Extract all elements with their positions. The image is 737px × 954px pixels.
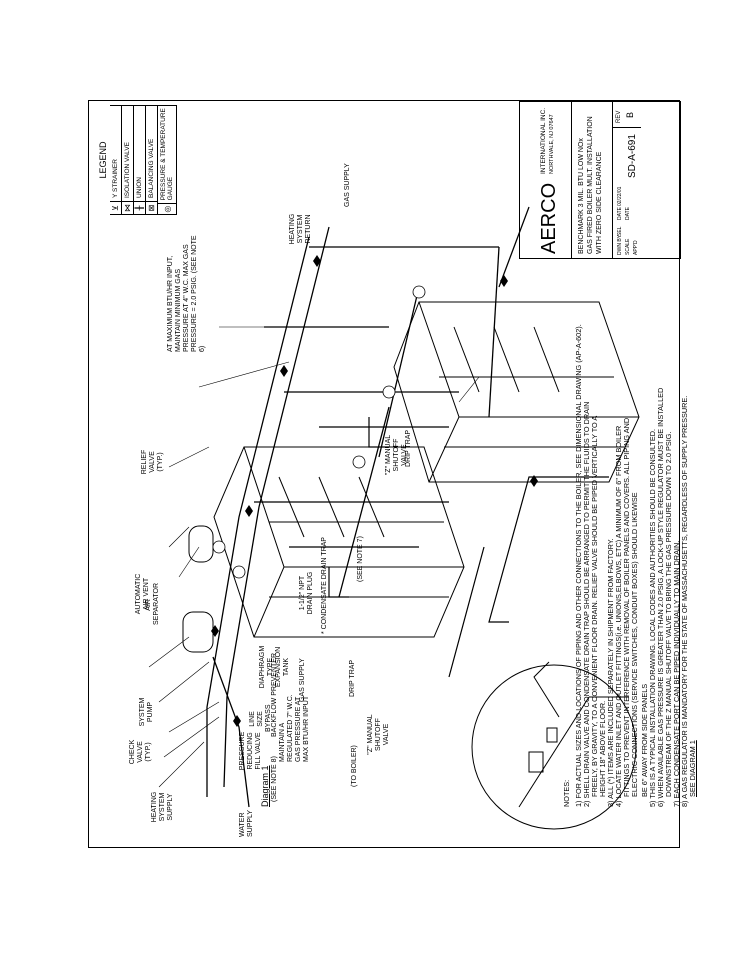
isolation-valve-icon: ⋈ xyxy=(122,201,133,214)
legend-label: PRESSURE & TEMPERATURE GAUGE xyxy=(160,108,174,201)
label-system-pump: SYSTEM PUMP xyxy=(139,697,154,727)
legend-label: BALANCING VALVE xyxy=(148,138,155,198)
pt-gauges xyxy=(212,285,426,579)
drawing-title-line: WITH ZERO SIDE CLEARANCE xyxy=(596,151,603,254)
label-check-valve: CHECK VALVE (TYP.) xyxy=(129,739,152,765)
label-automatic-air-vent: AUTOMATIC AIR VENT xyxy=(135,573,150,615)
diagram1-subtitle: (SEE NOTE 8) xyxy=(271,756,278,802)
label-drip-trap: DRIP TRAP xyxy=(405,429,412,467)
diagram1-title: Diagram 1 xyxy=(260,765,270,807)
label-gas-supply: GAS SUPPLY xyxy=(344,163,351,207)
y-strainer-icon: ⊻ xyxy=(110,201,121,214)
date-value: 02/22/01 xyxy=(617,186,623,206)
expansion-tank xyxy=(182,611,214,653)
diagram1-drip-trap: DRIP TRAP xyxy=(349,659,356,697)
legend-row-balancing-valve: ⊠ BALANCING VALVE xyxy=(146,105,158,215)
legend-row-pt-gauge: ◎ PRESSURE & TEMPERATURE GAUGE xyxy=(158,105,177,215)
balancing-valve-icon: ⊠ xyxy=(146,201,157,214)
legend-label: UNION xyxy=(136,177,143,198)
leader-lines xyxy=(148,326,480,788)
diagram1-detail xyxy=(471,661,637,830)
rev-value: B xyxy=(625,111,635,118)
valve-symbols xyxy=(211,255,538,727)
note-line: SEE DIAGRAM 1 xyxy=(688,740,697,797)
appd-label: APP'D xyxy=(633,240,639,255)
legend-title: LEGEND xyxy=(98,141,108,179)
legend-row-isolation-valve: ⋈ ISOLATION VALVE xyxy=(122,105,134,215)
pressure-temperature-gauge-icon: ◎ xyxy=(158,203,176,214)
date-label-2: DATE xyxy=(625,207,631,220)
legend-row-y-strainer: ⊻ Y STRAINER xyxy=(110,105,122,215)
label-line-size-bypass: LINE SIZE BYPASS xyxy=(249,704,272,733)
legend: LEGEND ⊻ Y STRAINER ⋈ ISOLATION VALVE ╂ … xyxy=(98,105,177,215)
title-block: AERCO INTERNATIONAL INC. NORTHVALE, NJ 0… xyxy=(519,100,682,259)
drawn-by-value: SEL xyxy=(617,226,623,236)
scale-label: SCALE xyxy=(625,238,631,255)
company-logo: AERCO xyxy=(538,182,560,254)
drawing-number: SD-A-691 xyxy=(627,134,638,178)
union-icon: ╂ xyxy=(134,201,145,214)
header-pipes xyxy=(206,206,530,808)
diagram1-to-boiler: (TO BOILER) xyxy=(351,745,358,787)
company-address: NORTHVALE, NJ 07647 xyxy=(549,114,555,174)
drawing-frame: LEGEND ⊻ Y STRAINER ⋈ ISOLATION VALVE ╂ … xyxy=(88,100,697,848)
legend-label: Y STRAINER xyxy=(112,159,119,198)
diagram1-shutoff: "Z" MANUAL SHUTOFF VALVE xyxy=(367,714,390,755)
drawn-by-label: DWN BY xyxy=(617,235,623,255)
label-heating-system-supply: HEATING SYSTEM SUPPLY xyxy=(151,791,174,823)
title-block-info: DWN BY SEL DATE 02/22/01 SCALE DATE APP'… xyxy=(612,100,682,258)
diagram1-gas-supply: GAS SUPPLY xyxy=(299,658,306,702)
title-block-company: AERCO INTERNATIONAL INC. NORTHVALE, NJ 0… xyxy=(520,100,572,258)
air-separator xyxy=(188,525,214,563)
label-relief-valve: RELIEF VALVE (TYP.) xyxy=(141,449,164,475)
label-drain-plug: 1-1/2" NPT DRAIN PLUG xyxy=(299,571,314,615)
label-water-supply: WATER SUPPLY xyxy=(239,809,254,837)
label-condensate-trap: * CONDENSATE DRAIN TRAP xyxy=(321,537,328,634)
label-expansion-tank: DIAPHRAGM TYPE EXPANSION TANK xyxy=(259,645,290,689)
legend-row-union: ╂ UNION xyxy=(134,105,146,215)
label-max-btuhr-note: AT MAXIMUM BTU/HR INPUT, MAINTAIN MINIMU… xyxy=(167,235,206,352)
gas-train xyxy=(328,417,609,678)
diagram1-maintain-note: MAINTAIN A REGULATED 7" W.C. GAS PRESSUR… xyxy=(279,694,310,762)
date-label: DATE xyxy=(617,207,623,220)
label-see-note-7: (SEE NOTE 7) xyxy=(357,536,364,582)
label-heating-system-return: HEATING SYSTEM RETURN xyxy=(289,213,312,245)
revision-box: REV B xyxy=(613,100,641,128)
notes-heading: NOTES: xyxy=(562,779,571,807)
boiler-unit-left xyxy=(213,446,465,638)
company-name: INTERNATIONAL INC. xyxy=(540,107,547,174)
drawing-title-line: BENCHMARK 3 MIL. BTU LOW NOx xyxy=(578,138,585,254)
note-line: ELECTRIC CONNECTIONS (SERVICE SWITCHES, … xyxy=(630,492,639,797)
legend-label: ISOLATION VALVE xyxy=(124,142,131,198)
drawing-title-line: GAS FIRED BOILER MULT. INSTALLATION xyxy=(587,116,594,254)
piping-diagram xyxy=(148,206,640,830)
rev-label: REV xyxy=(616,110,622,123)
